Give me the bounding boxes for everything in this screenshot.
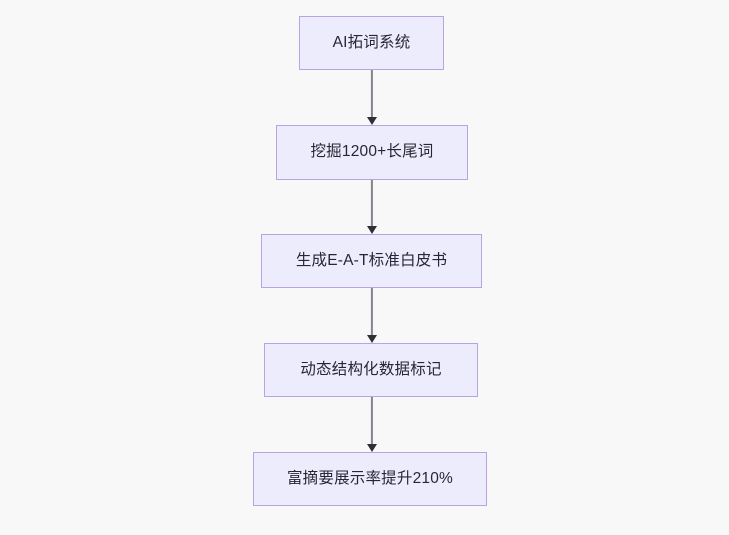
connector-line — [370, 288, 373, 336]
flowchart-node[interactable]: 富摘要展示率提升210% — [253, 452, 487, 506]
flowchart-node-label: 生成E-A-T标准白皮书 — [295, 251, 448, 269]
arrowhead-down-icon — [366, 444, 377, 452]
connector-line — [370, 397, 373, 445]
connector-line — [370, 70, 373, 118]
arrowhead-down-icon — [366, 117, 377, 125]
flowchart-node-label: 动态结构化数据标记 — [300, 360, 442, 378]
flowchart-node-label: 挖掘1200+长尾词 — [310, 143, 434, 161]
flowchart-node-label: AI拓词系统 — [332, 33, 411, 51]
arrowhead-down-icon — [366, 335, 377, 343]
arrowhead-down-icon — [366, 226, 377, 234]
flowchart-node[interactable]: 挖掘1200+长尾词 — [276, 125, 468, 180]
flowchart-node-label: 富摘要展示率提升210% — [286, 469, 454, 487]
flowchart-node[interactable]: 生成E-A-T标准白皮书 — [261, 234, 482, 288]
flowchart-node[interactable]: AI拓词系统 — [299, 16, 444, 70]
connector-line — [370, 180, 373, 227]
flowchart-node[interactable]: 动态结构化数据标记 — [264, 343, 478, 397]
